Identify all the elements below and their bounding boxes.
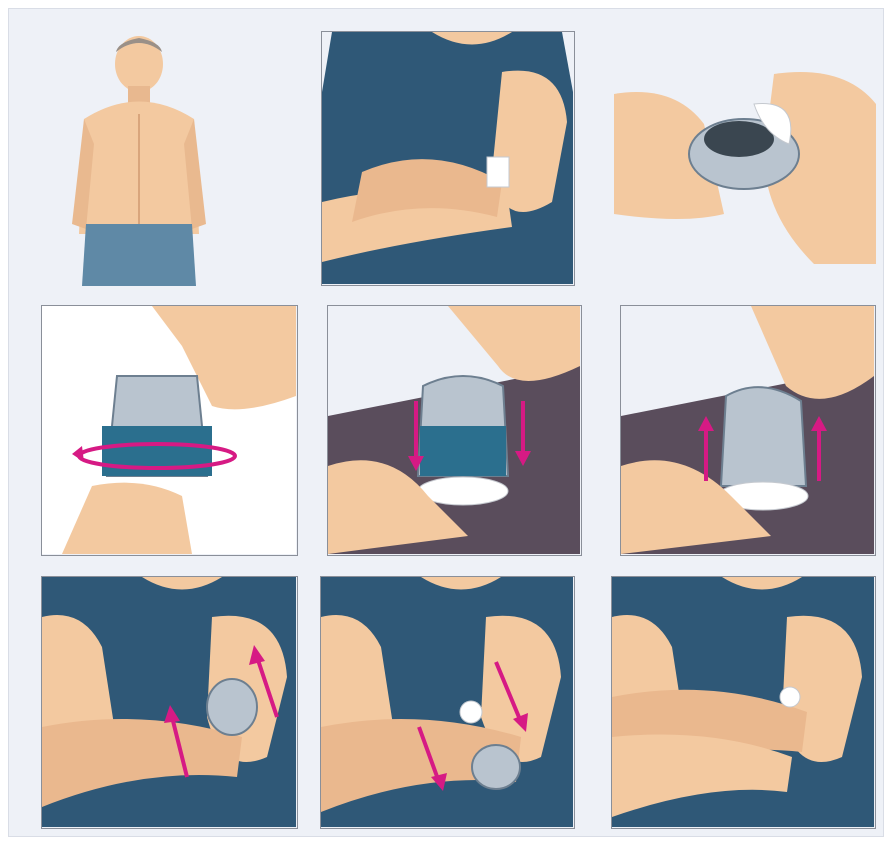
step-6-panel [620,305,876,556]
press-down-icon [328,306,580,554]
step-9-panel [611,576,876,829]
peel-cap-icon [614,64,876,274]
step-4-panel [41,305,298,556]
step-8-panel [320,576,575,829]
remove-applicator-icon [321,577,573,827]
sensor-on-arm-icon [612,577,874,827]
wipe-arm-icon [322,32,573,284]
instruction-sheet [8,8,884,837]
pull-up-icon [621,306,874,554]
person-back-view-icon [64,24,214,286]
step-5-panel [327,305,582,556]
apply-to-arm-icon [42,577,296,827]
step-2-panel [321,31,575,286]
twist-applicator-icon [42,306,296,554]
step-3-panel [614,64,876,274]
step-7-panel [41,576,298,829]
step-1-panel [64,24,214,286]
